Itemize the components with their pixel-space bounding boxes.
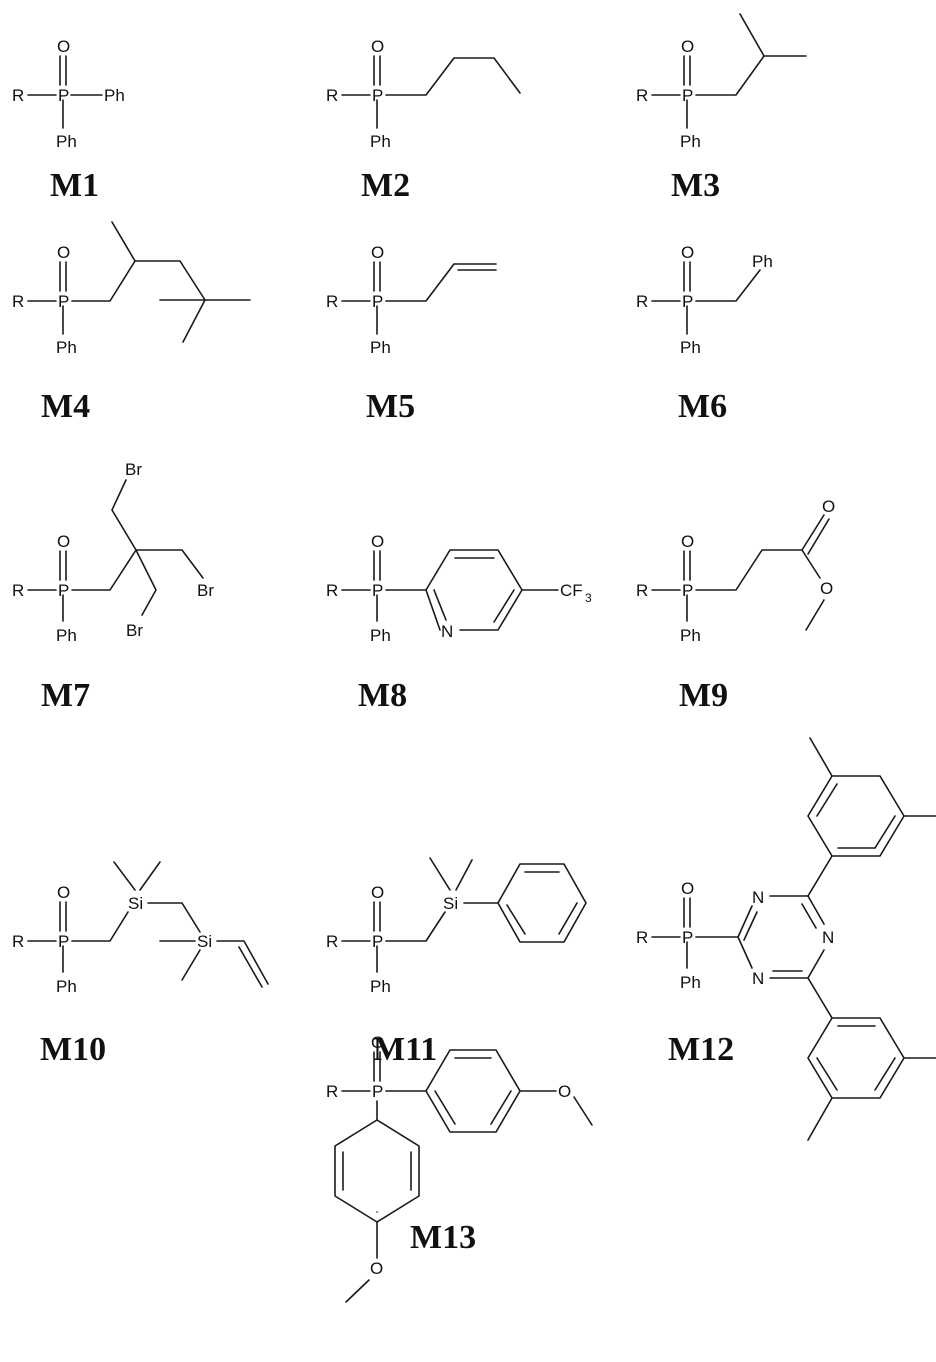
atom-r: R bbox=[12, 581, 24, 600]
compound-label-m7: M7 bbox=[41, 677, 90, 714]
atom-si: Si bbox=[128, 894, 143, 913]
atom-r: R bbox=[326, 292, 338, 311]
atom-ph: Ph bbox=[370, 338, 391, 357]
compound-m1: R P O Ph Ph M1 bbox=[12, 37, 125, 204]
compound-label-m12: M12 bbox=[668, 1031, 734, 1068]
atom-o: O bbox=[370, 1259, 383, 1278]
atom-o: O bbox=[371, 883, 384, 902]
atom-r: R bbox=[636, 86, 648, 105]
atom-r: R bbox=[636, 581, 648, 600]
compound-m11: R P O Si Ph M11 bbox=[326, 857, 587, 1068]
atom-o: O bbox=[820, 579, 833, 598]
atom-p: P bbox=[682, 581, 693, 600]
atom-o: O bbox=[57, 37, 70, 56]
compound-m12: R P O N N N bbox=[636, 737, 936, 1141]
compound-m13: R P O O O M13 bbox=[326, 1033, 593, 1303]
atom-p: P bbox=[372, 932, 383, 951]
atom-ph: Ph bbox=[680, 338, 701, 357]
atom-ph: Ph bbox=[56, 626, 77, 645]
atom-p: P bbox=[372, 86, 383, 105]
compound-m6: R P O Ph Ph M6 bbox=[636, 243, 773, 425]
atom-o: O bbox=[57, 883, 70, 902]
atom-br: Br bbox=[126, 621, 143, 640]
atom-ph: Ph bbox=[680, 132, 701, 151]
atom-ph: Ph bbox=[680, 973, 701, 992]
atom-ph: Ph bbox=[752, 252, 773, 271]
atom-n: N bbox=[441, 622, 453, 641]
atom-br: Br bbox=[197, 581, 214, 600]
atom-r: R bbox=[12, 292, 24, 311]
compound-m4: R P O Ph M4 bbox=[12, 221, 251, 425]
atom-ph: Ph bbox=[370, 977, 391, 996]
atom-p: P bbox=[58, 86, 69, 105]
atom-p: P bbox=[682, 86, 693, 105]
atom-ph: Ph bbox=[56, 977, 77, 996]
atom-o: O bbox=[371, 532, 384, 551]
compound-label-m8: M8 bbox=[358, 677, 407, 714]
atom-p: P bbox=[58, 581, 69, 600]
atom-r: R bbox=[326, 1082, 338, 1101]
compound-m2: R P O Ph M2 bbox=[326, 37, 521, 204]
atom-n: N bbox=[752, 969, 764, 988]
atom-r: R bbox=[326, 581, 338, 600]
atom-r: R bbox=[326, 86, 338, 105]
compound-m10: R P O Si Si Ph M10 bbox=[12, 861, 269, 1068]
atom-o: O bbox=[371, 243, 384, 262]
compound-m5: R P O Ph M5 bbox=[326, 243, 497, 425]
atom-o: O bbox=[681, 532, 694, 551]
compound-label-m10: M10 bbox=[40, 1031, 106, 1068]
atom-ph: Ph bbox=[56, 338, 77, 357]
compound-label-m11: M11 bbox=[373, 1031, 437, 1068]
atom-si: Si bbox=[443, 894, 458, 913]
atom-p: P bbox=[372, 581, 383, 600]
atom-o: O bbox=[681, 879, 694, 898]
atom-o: O bbox=[681, 37, 694, 56]
compound-label-m13: M13 bbox=[410, 1219, 476, 1256]
atom-ph: Ph bbox=[56, 132, 77, 151]
atom-p: P bbox=[682, 928, 693, 947]
atom-p: P bbox=[58, 292, 69, 311]
atom-p: P bbox=[682, 292, 693, 311]
atom-o: O bbox=[558, 1082, 571, 1101]
compound-label-m6: M6 bbox=[678, 388, 727, 425]
atom-r: R bbox=[12, 932, 24, 951]
atom-o: O bbox=[371, 1033, 384, 1052]
compound-label-m4: M4 bbox=[41, 388, 90, 425]
atom-si: Si bbox=[197, 932, 212, 951]
atom-br: Br bbox=[125, 460, 142, 479]
atom-n: N bbox=[752, 888, 764, 907]
atom-r: R bbox=[326, 932, 338, 951]
compound-label-m5: M5 bbox=[366, 388, 415, 425]
atom-p: P bbox=[372, 292, 383, 311]
compound-label-m2: M2 bbox=[361, 167, 410, 204]
atom-ph: Ph bbox=[104, 86, 125, 105]
compound-m7: R P O Br Br Br Ph M7 bbox=[12, 460, 214, 714]
atom-r: R bbox=[636, 292, 648, 311]
compound-label-m1: M1 bbox=[50, 167, 99, 204]
atom-cf: CF bbox=[560, 581, 583, 600]
atom-ph: Ph bbox=[370, 626, 391, 645]
atom-n: N bbox=[822, 928, 834, 947]
atom-o: O bbox=[371, 37, 384, 56]
atom-o: O bbox=[57, 532, 70, 551]
atom-r: R bbox=[12, 86, 24, 105]
compound-label-m9: M9 bbox=[679, 677, 728, 714]
atom-r: R bbox=[636, 928, 648, 947]
compound-m3: R P O Ph M3 bbox=[636, 13, 807, 204]
compound-m8: R P O N CF 3 Ph M8 bbox=[326, 532, 592, 714]
atom-p: P bbox=[58, 932, 69, 951]
atom-o: O bbox=[822, 497, 835, 516]
compound-label-m3: M3 bbox=[671, 167, 720, 204]
atom-ph: Ph bbox=[370, 132, 391, 151]
atom-ph: Ph bbox=[680, 626, 701, 645]
atom-p: P bbox=[372, 1082, 383, 1101]
atom-o: O bbox=[57, 243, 70, 262]
subscript-3: 3 bbox=[585, 591, 592, 605]
compound-m9: R P O O O Ph M9 bbox=[636, 497, 835, 714]
atom-o: O bbox=[681, 243, 694, 262]
